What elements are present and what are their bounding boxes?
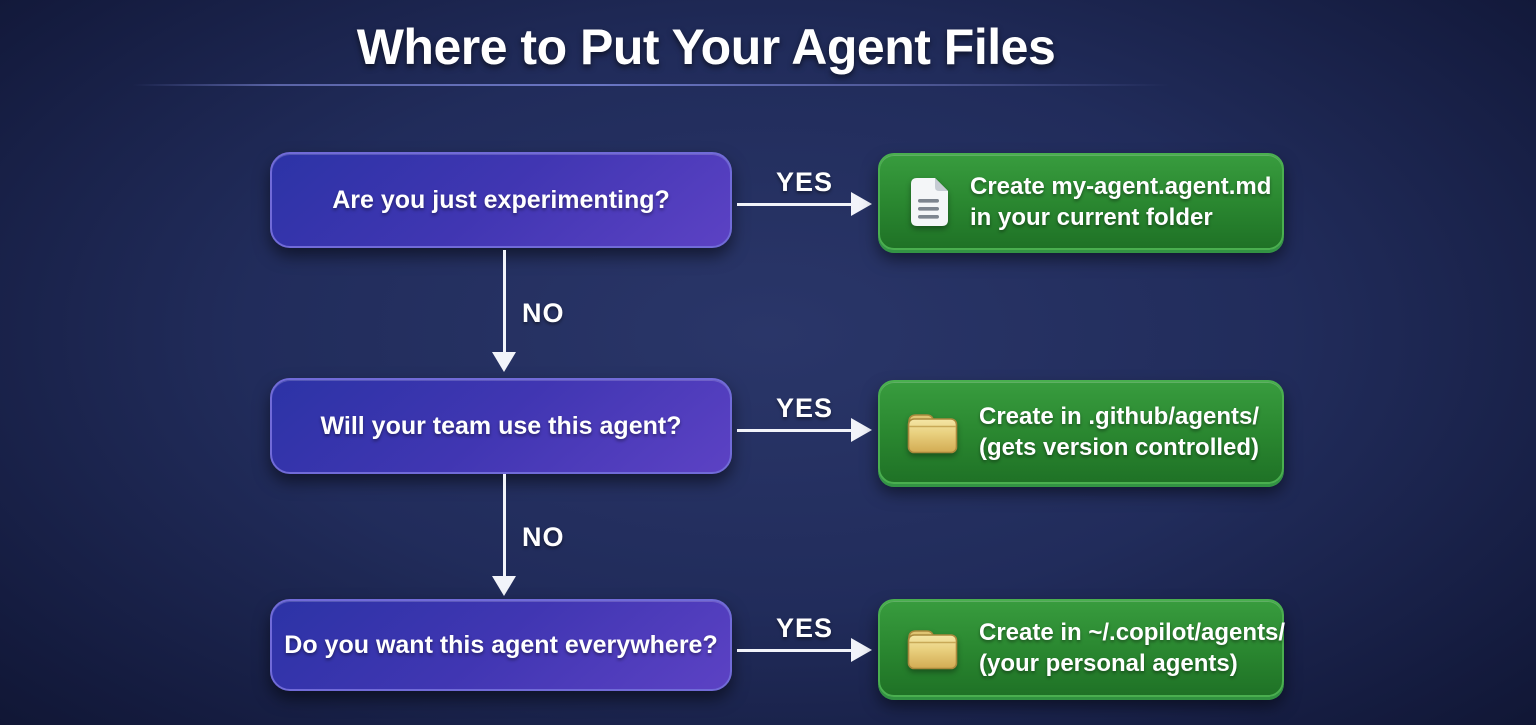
arrow-line xyxy=(737,203,854,206)
result-text: Create in ~/.copilot/agents/ (your perso… xyxy=(979,617,1285,679)
result-line-2: in your current folder xyxy=(970,203,1213,231)
question-box-agent-everywhere: Do you want this agent everywhere? xyxy=(270,599,732,691)
yes-label: YES xyxy=(775,393,834,423)
document-icon xyxy=(906,176,950,228)
result-text: Create my-agent.agent.md in your current… xyxy=(970,171,1271,233)
yes-arrow: YES xyxy=(737,167,872,217)
question-text: Will your team use this agent? xyxy=(320,411,682,440)
result-line-2: (your personal agents) xyxy=(979,650,1238,677)
no-arrow: NO xyxy=(490,250,580,374)
no-label: NO xyxy=(522,522,565,552)
question-box-team-use: Will your team use this agent? xyxy=(270,378,732,474)
arrow-head-icon xyxy=(851,418,872,442)
arrow-head-icon xyxy=(851,638,872,662)
folder-icon xyxy=(906,625,959,671)
result-box-copilot-agents: Create in ~/.copilot/agents/ (your perso… xyxy=(878,599,1285,697)
no-label: NO xyxy=(522,298,565,328)
page-title: Where to Put Your Agent Files xyxy=(356,19,1056,75)
arrow-line xyxy=(737,649,854,652)
arrow-head-icon xyxy=(492,352,516,372)
folder-icon xyxy=(906,409,959,455)
yes-arrow: YES xyxy=(737,613,872,663)
arrow-line xyxy=(503,474,506,576)
no-arrow: NO xyxy=(490,474,580,598)
arrow-line xyxy=(503,250,506,352)
yes-arrow: YES xyxy=(737,393,872,443)
result-text: Create in .github/agents/ (gets version … xyxy=(979,401,1259,463)
result-line-1: Create in .github/agents/ xyxy=(979,403,1260,430)
yes-label: YES xyxy=(775,167,834,197)
question-text: Do you want this agent everywhere? xyxy=(284,630,718,659)
arrow-head-icon xyxy=(851,192,872,216)
arrow-line xyxy=(737,429,854,432)
question-box-experimenting: Are you just experimenting? xyxy=(270,152,732,248)
question-text: Are you just experimenting? xyxy=(332,185,670,214)
arrow-head-icon xyxy=(492,576,516,596)
result-box-current-folder: Create my-agent.agent.md in your current… xyxy=(878,153,1284,250)
result-line-1: Create in ~/.copilot/agents/ xyxy=(979,619,1286,646)
result-box-github-agents: Create in .github/agents/ (gets version … xyxy=(878,380,1284,484)
title-divider xyxy=(133,84,1170,86)
result-line-2: (gets version controlled) xyxy=(979,434,1260,461)
yes-label: YES xyxy=(775,613,834,643)
result-line-1: Create my-agent.agent.md xyxy=(970,172,1272,200)
